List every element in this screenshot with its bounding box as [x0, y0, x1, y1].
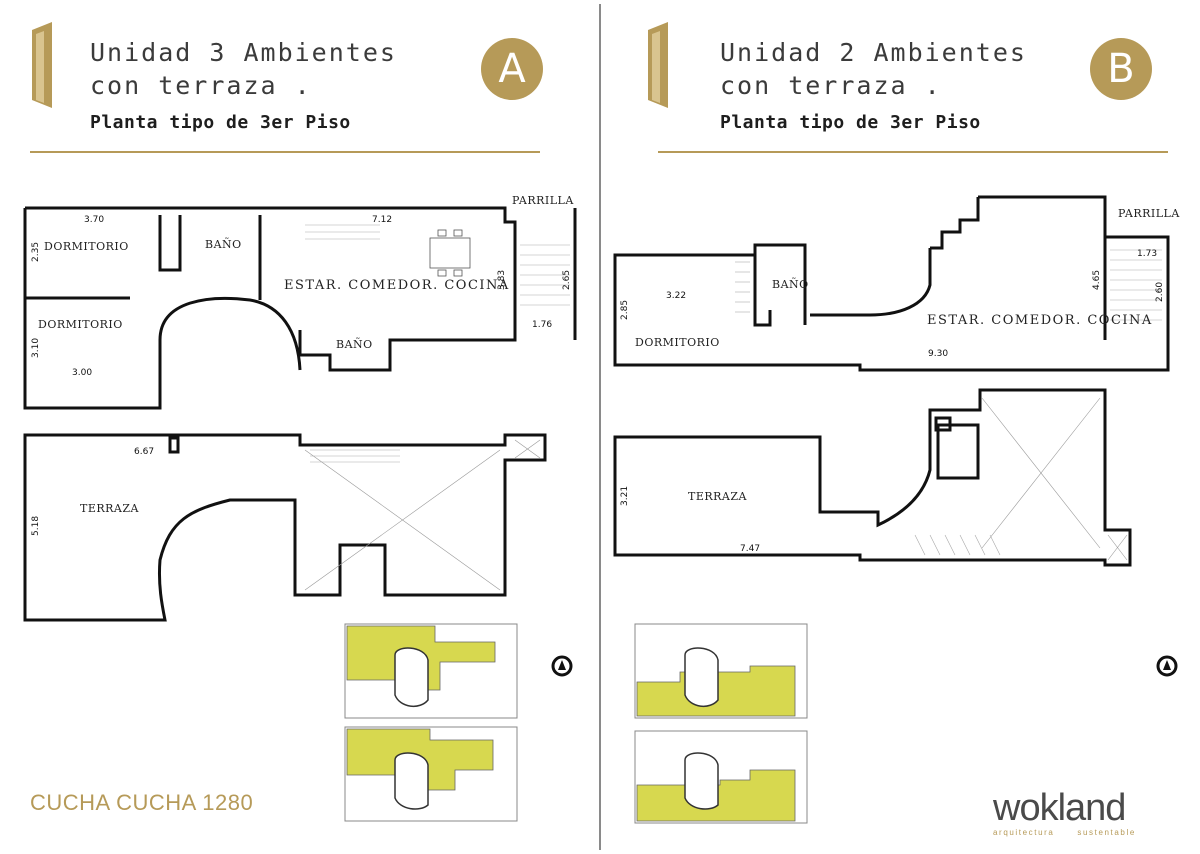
unit-b-room-estar: ESTAR. COMEDOR. COCINA	[927, 313, 1153, 328]
unit-b-key-plan-upper	[634, 730, 808, 824]
unit-b-title: Unidad 2 Ambientes con terraza . Planta …	[720, 36, 1027, 133]
unit-b-dim-321: 3.21	[620, 486, 630, 506]
unit-a-subtitle: Planta tipo de 3er Piso	[90, 112, 351, 133]
unit-b-dim-260: 2.60	[1155, 282, 1165, 302]
unit-b-title-line2: con terraza .	[720, 71, 942, 100]
unit-a-dim-310: 3.10	[31, 338, 41, 358]
unit-a-room-dormitorio-1: DORMITORIO	[44, 240, 129, 253]
unit-a-key-plan-upper	[344, 726, 518, 822]
unit-b-key-plan-lower	[634, 623, 808, 719]
unit-a-dim-518: 5.18	[31, 516, 41, 536]
unit-a-title-line2: con terraza .	[90, 71, 312, 100]
unit-a-dim-176: 1.76	[532, 320, 552, 330]
unit-a-dim-712: 7.12	[372, 215, 392, 225]
unit-a-room-dormitorio-2: DORMITORIO	[38, 318, 123, 331]
unit-a-room-bano-2: BAÑO	[336, 337, 373, 351]
panel-divider	[599, 4, 601, 850]
unit-a-key-plan-lower	[344, 623, 518, 719]
unit-a-panel: Unidad 3 Ambientes con terraza . Planta …	[23, 22, 577, 822]
unit-a-room-estar: ESTAR. COMEDOR. COCINA	[284, 278, 510, 293]
unit-b-north-arrow-icon	[1156, 655, 1178, 677]
unit-b-dim-747: 7.47	[740, 544, 760, 554]
wokland-logo: wokland arquitectura sustentable	[993, 787, 1136, 837]
unit-a-north-arrow-icon	[551, 655, 573, 677]
unit-a-title-line1: Unidad 3 Ambientes	[90, 38, 397, 67]
unit-b-room-terraza: TERRAZA	[688, 490, 748, 503]
unit-b-dim-930: 9.30	[928, 349, 948, 359]
unit-a-rule	[30, 151, 540, 153]
unit-a-dim-667: 6.67	[134, 447, 154, 457]
footer-address: CUCHA CUCHA 1280	[30, 790, 254, 815]
logo-sub-text: arquitectura sustentable	[993, 828, 1136, 837]
unit-a-dim-235: 2.35	[31, 242, 41, 262]
unit-a-room-terraza: TERRAZA	[80, 502, 140, 515]
unit-b-badge: B	[1090, 38, 1152, 100]
unit-a-room-bano-1: BAÑO	[205, 237, 242, 251]
unit-b-room-bano: BAÑO	[772, 277, 809, 291]
unit-a-dim-300: 3.00	[72, 368, 92, 378]
unit-b-dim-322: 3.22	[666, 291, 686, 301]
unit-b-room-parrilla: PARRILLA	[1118, 207, 1180, 220]
unit-a-room-parrilla: PARRILLA	[512, 194, 574, 207]
unit-b-rule	[658, 151, 1168, 153]
unit-a-floor-plan: DORMITORIO DORMITORIO BAÑO BAÑO ESTAR. C…	[23, 194, 577, 822]
unit-b-subtitle: Planta tipo de 3er Piso	[720, 112, 981, 133]
unit-b-title-line1: Unidad 2 Ambientes	[720, 38, 1027, 67]
unit-b-floor-plan: BAÑO DORMITORIO ESTAR. COMEDOR. COCINA P…	[613, 195, 1180, 824]
unit-b-room-dormitorio: DORMITORIO	[635, 336, 720, 349]
unit-b-dim-173: 1.73	[1137, 249, 1157, 259]
unit-a-title: Unidad 3 Ambientes con terraza . Planta …	[90, 36, 397, 133]
logo-main-text: wokland	[993, 787, 1126, 829]
unit-b-dim-285: 2.85	[620, 300, 630, 320]
unit-a-dim-383: 3.83	[497, 270, 507, 290]
unit-a-dim-370: 3.70	[84, 215, 104, 225]
unit-a-dim-265: 2.65	[562, 270, 572, 290]
unit-b-panel: Unidad 2 Ambientes con terraza . Planta …	[600, 0, 1200, 854]
unit-a-badge: A	[481, 38, 543, 100]
unit-b-dim-465: 4.65	[1092, 270, 1102, 290]
